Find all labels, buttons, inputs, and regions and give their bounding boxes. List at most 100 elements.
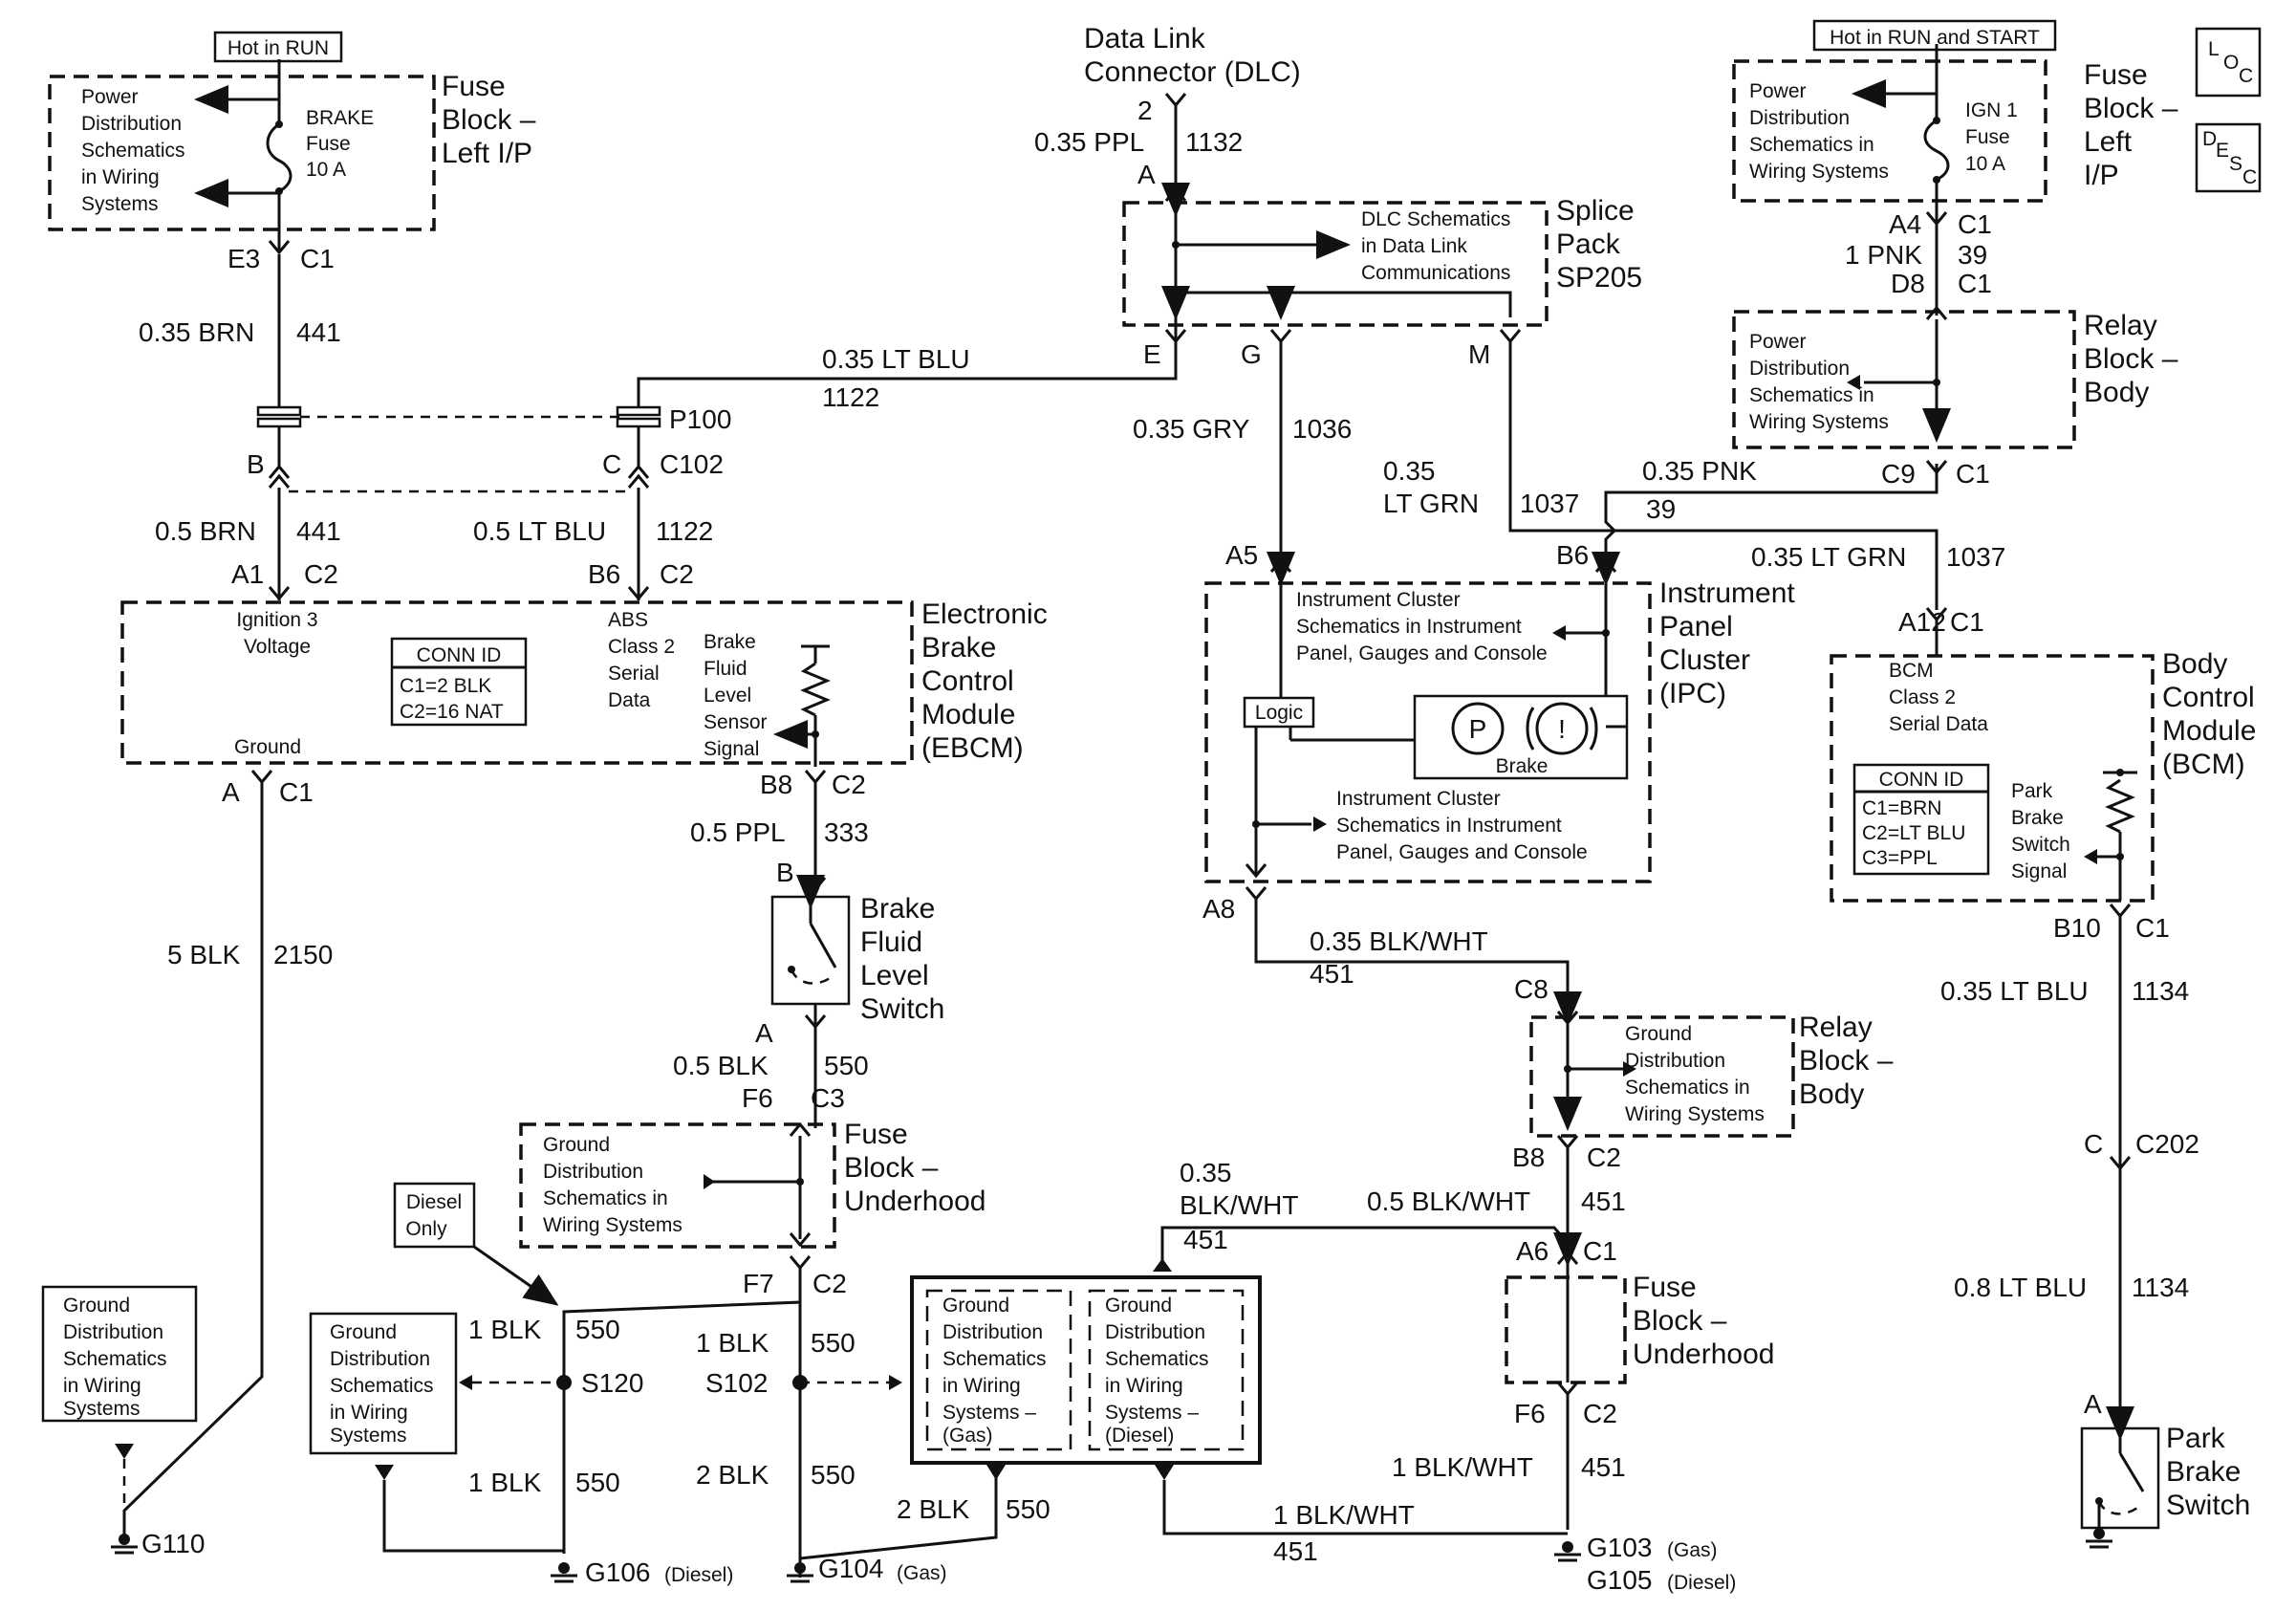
bcm-serial3: Serial Data xyxy=(1889,713,1988,735)
conn-c202: C202 xyxy=(2135,1129,2199,1159)
park-switch-contact-icon xyxy=(2118,1452,2145,1492)
svg-text:D: D xyxy=(2202,128,2217,150)
conn-c2b: C2 xyxy=(660,559,694,589)
wire-1blk-a: 1 BLK xyxy=(468,1315,542,1344)
pin-f6-lower: F6 xyxy=(1514,1399,1546,1428)
ebcm-title2: Brake xyxy=(921,632,996,664)
wire-333-circuit: 333 xyxy=(824,817,869,847)
rt-inner1: Power xyxy=(1749,331,1807,353)
ebcm-sensor-line3: Level xyxy=(704,685,751,707)
bcm-park4: Signal xyxy=(2011,860,2067,882)
wire-550-circuit: 550 xyxy=(824,1051,869,1080)
ebcm-conn-c1: C1 xyxy=(279,777,314,807)
ign1-fuse-2: Fuse xyxy=(1965,126,2010,148)
g103-label: G103 xyxy=(1587,1533,1653,1562)
bcm-connid-c3: C3=PPL xyxy=(1862,847,1938,869)
fr-title3: Left xyxy=(2084,126,2133,158)
g106-sub: (Diesel) xyxy=(664,1564,733,1586)
bcm-park3: Switch xyxy=(2011,834,2070,856)
ipc-brake-label: Brake xyxy=(1496,755,1549,777)
splice-title3: SP205 xyxy=(1556,262,1642,294)
pin-b: B xyxy=(247,449,265,479)
gd2-line4: in Wiring xyxy=(330,1402,408,1424)
bcm-resistor-icon xyxy=(2105,778,2135,834)
wire-451d-circuit: 451 xyxy=(1581,1452,1626,1482)
wire-550-color: 0.5 BLK xyxy=(673,1051,769,1080)
wire-1blk-c: 1 BLK xyxy=(468,1468,542,1497)
bcm-title4: (BCM) xyxy=(2162,749,2245,780)
wire-2blk-a: 2 BLK xyxy=(696,1460,769,1490)
svg-text:O: O xyxy=(2223,52,2239,74)
wire-441: 0.35 BRN 441 B 0.5 BRN 441 A1 C2 xyxy=(139,254,627,601)
wire-1122b-circuit: 1122 xyxy=(656,516,713,546)
gas-line6: (Gas) xyxy=(942,1425,993,1447)
bfls-title2: Fluid xyxy=(860,926,922,958)
power-dist-line1: Power xyxy=(81,86,139,108)
bcm-title3: Module xyxy=(2162,715,2256,747)
wire-39-top: 39 xyxy=(1958,240,1987,270)
gas-line1: Ground xyxy=(942,1295,1009,1317)
splice-pin-g: G xyxy=(1241,339,1262,369)
diesel-only-1: Diesel xyxy=(406,1191,462,1213)
bcm-park1: Park xyxy=(2011,780,2053,802)
wire-1blk-b: 1 BLK xyxy=(696,1328,769,1358)
wire-550-b: 550 xyxy=(811,1328,856,1358)
conn-c-pin: C xyxy=(2084,1129,2103,1159)
gd1-line1: Ground xyxy=(63,1295,130,1317)
ebcm-title5: (EBCM) xyxy=(921,732,1024,764)
fr-title1: Fuse xyxy=(2084,59,2148,91)
rm-title3: Body xyxy=(1799,1078,1864,1110)
wire-451b-circuit: 451 xyxy=(1183,1225,1228,1254)
gas-line3: Schematics xyxy=(942,1348,1047,1370)
svg-text:S: S xyxy=(2229,153,2242,175)
rt-title3: Body xyxy=(2084,377,2149,408)
splice-inner3: Communications xyxy=(1361,262,1510,284)
fbu-title2: Block – xyxy=(844,1152,939,1184)
brake-fluid-level-switch: 0.5 PPL 333 B Brake Fluid Level Switch A… xyxy=(673,782,944,1128)
diesel-only-2: Only xyxy=(405,1218,447,1240)
ipc-bot3: Panel, Gauges and Console xyxy=(1336,841,1588,863)
wire-1134b-circuit: 1134 xyxy=(2132,1273,2189,1302)
rm-inner2: Distribution xyxy=(1625,1050,1725,1072)
svg-text:C: C xyxy=(2239,65,2253,87)
svg-text:E: E xyxy=(2216,140,2229,162)
g105-label: G105 xyxy=(1587,1565,1653,1595)
ebcm-sensor-line1: Brake xyxy=(704,631,756,653)
g104-sub: (Gas) xyxy=(897,1562,947,1584)
ipc-top3: Panel, Gauges and Console xyxy=(1296,642,1548,664)
rm-inner1: Ground xyxy=(1625,1023,1692,1045)
ipc-title1: Instrument xyxy=(1659,577,1795,609)
fbu2-title3: Underhood xyxy=(1633,1339,1774,1370)
rt-title2: Block – xyxy=(2084,343,2178,375)
wire-550-a: 550 xyxy=(575,1315,620,1344)
rm-title2: Block – xyxy=(1799,1045,1894,1077)
bcm-connid-title: CONN ID xyxy=(1879,769,1964,791)
fuse-block-left-ip: Hot in RUN Power Distribution Schematics… xyxy=(48,31,536,273)
ground-g103-icon xyxy=(1562,1541,1573,1553)
gd1-line5: Systems xyxy=(63,1398,141,1420)
ipc-pin-b6: B6 xyxy=(1556,540,1589,570)
ebcm-sensor-line2: Fluid xyxy=(704,658,747,680)
wire-2150-circuit: 2150 xyxy=(273,940,333,969)
pbs-title1: Park xyxy=(2166,1423,2226,1454)
ipc-pin-a5: A5 xyxy=(1225,540,1258,570)
rm-inner3: Schematics in xyxy=(1625,1077,1750,1099)
wire-1122b-color: 0.5 LT BLU xyxy=(473,516,606,546)
gas-line5: Systems – xyxy=(942,1402,1036,1424)
park-switch-pin-a: A xyxy=(2084,1389,2102,1419)
relay-pin-c8: C8 xyxy=(1514,974,1549,1004)
g105-sub: (Diesel) xyxy=(1667,1572,1736,1594)
gd2-line2: Distribution xyxy=(330,1348,430,1370)
conn-c102: C102 xyxy=(660,449,724,479)
bfls-title1: Brake xyxy=(860,893,935,925)
ipc-title3: Cluster xyxy=(1659,644,1750,676)
relay-pin-c9: C9 xyxy=(1881,459,1916,489)
pin-f6: F6 xyxy=(742,1083,773,1113)
ipc-top1: Instrument Cluster xyxy=(1296,589,1461,611)
wire-2150: 5 BLK 2150 Ground Distribution Schematic… xyxy=(41,782,333,1558)
wire-1036-color: 0.35 GRY xyxy=(1133,414,1250,444)
fbu-inner1: Ground xyxy=(543,1134,610,1156)
brake-fuse-rating: 10 A xyxy=(306,159,346,181)
fbu-inner4: Wiring Systems xyxy=(543,1214,682,1236)
wire-2blk-b: 2 BLK xyxy=(897,1494,970,1524)
